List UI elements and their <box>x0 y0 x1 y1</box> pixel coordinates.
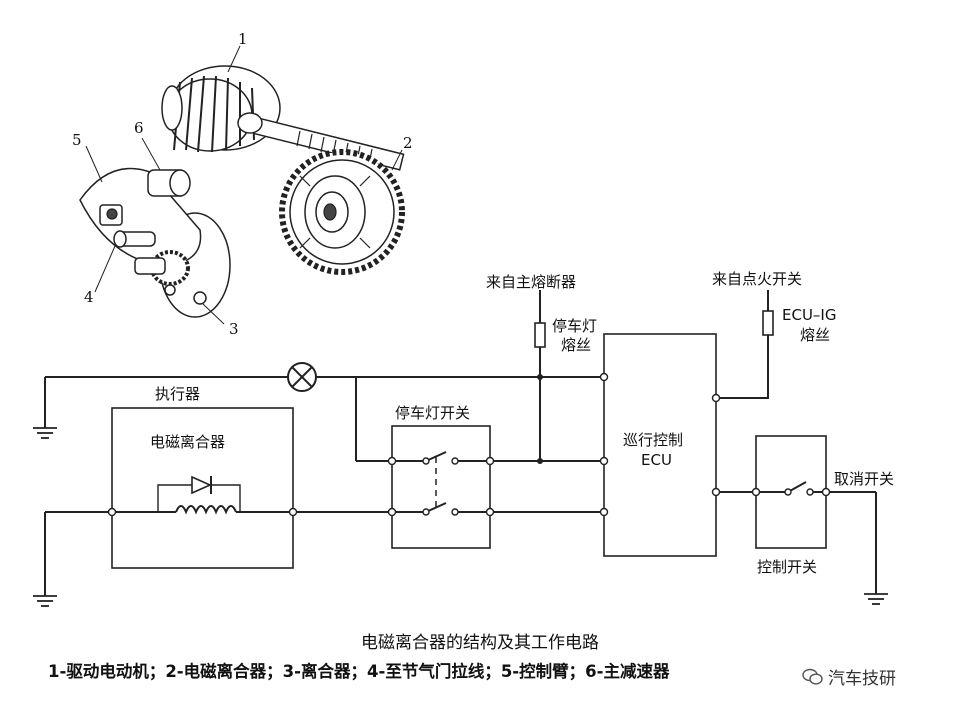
brake-switch-label: 停车灯开关 <box>395 404 470 422</box>
part-number-2: 2 <box>403 134 413 152</box>
brake-switch-box <box>391 425 491 549</box>
part-number-3: 3 <box>229 320 239 338</box>
clutch-assembly-drawing <box>79 167 231 318</box>
indicator-lamp-symbol <box>287 362 317 392</box>
part-number-5: 5 <box>72 131 82 149</box>
actuator-box <box>111 407 294 569</box>
ecu-ig-fuse-symbol <box>762 310 774 336</box>
ground-symbol-1 <box>33 427 57 439</box>
cruise-ecu-label-line2: ECU <box>641 451 672 469</box>
cancel-switch-label: 取消开关 <box>834 470 894 488</box>
ground-symbol-2 <box>33 595 57 607</box>
figure-legend: 1-驱动电动机；2-电磁离合器；3-离合器；4-至节气门拉线；5-控制臂；6-主… <box>48 662 670 681</box>
em-clutch-label: 电磁离合器 <box>150 433 225 451</box>
diode-symbol <box>157 475 241 512</box>
ground-symbol-3 <box>864 593 888 605</box>
mechanical-drawing: 1 2 3 4 5 6 <box>72 30 413 338</box>
from-main-fuse-label: 来自主熔断器 <box>486 273 576 291</box>
terminals <box>107 372 831 517</box>
watermark-text: 汽车技研 <box>828 669 896 689</box>
part-number-6: 6 <box>134 119 144 137</box>
cruise-ecu-box <box>603 333 717 557</box>
junction-dot <box>537 458 543 464</box>
em-clutch-gear-drawing <box>279 149 405 275</box>
ecu-ig-fuse-label-line2: 熔丝 <box>800 326 830 344</box>
part-number-4: 4 <box>84 288 94 306</box>
junction-dot <box>537 374 543 380</box>
part-number-1: 1 <box>238 30 248 48</box>
clutch-coil-symbol <box>175 505 237 515</box>
cruise-ecu-label-line1: 巡行控制 <box>623 431 683 449</box>
figure-title: 电磁离合器的结构及其工作电路 <box>361 633 599 653</box>
from-ignition-label: 来自点火开关 <box>712 270 802 288</box>
watermark: 汽车技研 <box>800 664 898 689</box>
actuator-label: 执行器 <box>155 385 200 403</box>
brake-fuse-label-line2: 熔丝 <box>561 336 591 354</box>
control-switch-label: 控制开关 <box>757 558 817 576</box>
wechat-logo-icon <box>802 668 823 685</box>
circuit: 执行器 电磁离合器 停车灯开关 <box>33 270 894 607</box>
leader-lines <box>85 45 403 325</box>
drive-motor-drawing <box>161 65 405 171</box>
ecu-ig-fuse-label-line1: ECU–IG <box>782 306 836 324</box>
brake-fuse-label-line1: 停车灯 <box>552 317 597 335</box>
brake-light-fuse-symbol <box>534 322 546 348</box>
